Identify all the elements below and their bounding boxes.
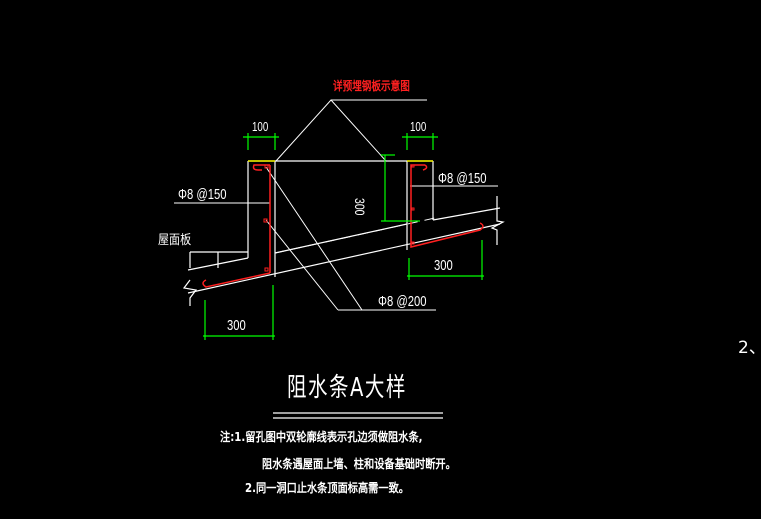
rebar-leaders <box>174 166 498 311</box>
rebar-label-bottom: Φ8 @200 <box>378 293 427 310</box>
note-line-2: 阻水条遇屋面上墙、柱和设备基础时断开。 <box>262 457 456 471</box>
callout-leader <box>275 99 427 162</box>
title-underline <box>273 412 443 419</box>
dim-height: 300 <box>352 198 368 216</box>
drawing-title: 阻水条A大样 <box>287 373 407 403</box>
left-upstand <box>247 160 407 277</box>
dim-bottom-right: 300 <box>434 257 453 274</box>
dim-bottom-left: 300 <box>227 317 246 334</box>
side-marker: 2、 <box>738 338 761 358</box>
rebar <box>202 164 484 288</box>
right-upstand <box>406 161 434 250</box>
dim-top-left: 100 <box>252 119 269 134</box>
note-line-1: 注:1.留孔图中双轮廓线表示孔边须做阻水条, <box>220 430 423 444</box>
rebar-label-left: Φ8 @150 <box>178 186 227 203</box>
dim-top-right: 100 <box>410 119 427 134</box>
roof-slab-label: 屋面板 <box>158 233 192 248</box>
rebar-label-right: Φ8 @150 <box>438 170 487 187</box>
rebar-dots <box>263 164 415 272</box>
callout-embedded-plate: 详预埋钢板示意图 <box>333 79 410 93</box>
hidden-line <box>274 217 436 254</box>
dimensions <box>203 133 484 340</box>
note-line-3: 2.同一洞口止水条顶面标高需一致。 <box>245 481 409 495</box>
roof-slab <box>182 196 505 306</box>
